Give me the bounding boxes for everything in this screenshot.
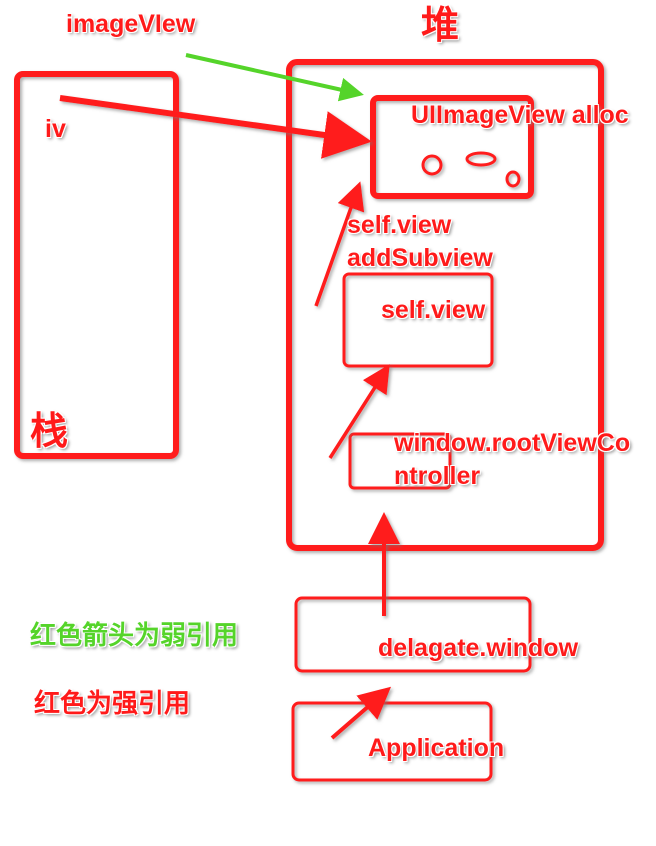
delegate-window-box [294,596,532,673]
add-subview-label-line2: addSubview [347,244,493,272]
heap-label: 堆 [421,3,460,47]
uiimageview-alloc-label: UIImageView alloc [411,101,629,129]
image-oval [465,151,497,167]
heap-box [286,59,604,551]
iv-to-image-arrow [59,95,372,159]
stack-label: 栈 [30,409,69,453]
root-vc-label-line1: window.rootViewCo [394,429,631,457]
legend-weak-reference: 红色箭头为弱引用 [30,621,239,651]
application-label: Application [368,734,505,762]
weak-reference-arrow [185,53,364,102]
root-vc-label-line2: ntroller [394,462,481,490]
self-view-to-image-arrow [314,181,365,307]
image-dot [505,170,521,188]
delegate-window-label: delagate.window [378,634,579,662]
application-box [291,701,493,782]
root-vc-to-self-view-arrow [328,364,390,459]
stack-box [14,71,179,459]
add-subview-label-line1: self.view [347,211,452,239]
self-view-box [342,272,494,368]
legend-strong-reference: 红色为强引用 [34,689,191,719]
iv-variable-label: iv [45,115,66,143]
root-vc-box [348,432,452,490]
uiimageview-box [370,95,534,199]
imageview-variable-label: imageVIew [66,10,196,38]
self-view-label: self.view [381,296,486,324]
image-circle [421,154,443,176]
application-to-window-arrow [330,686,392,740]
